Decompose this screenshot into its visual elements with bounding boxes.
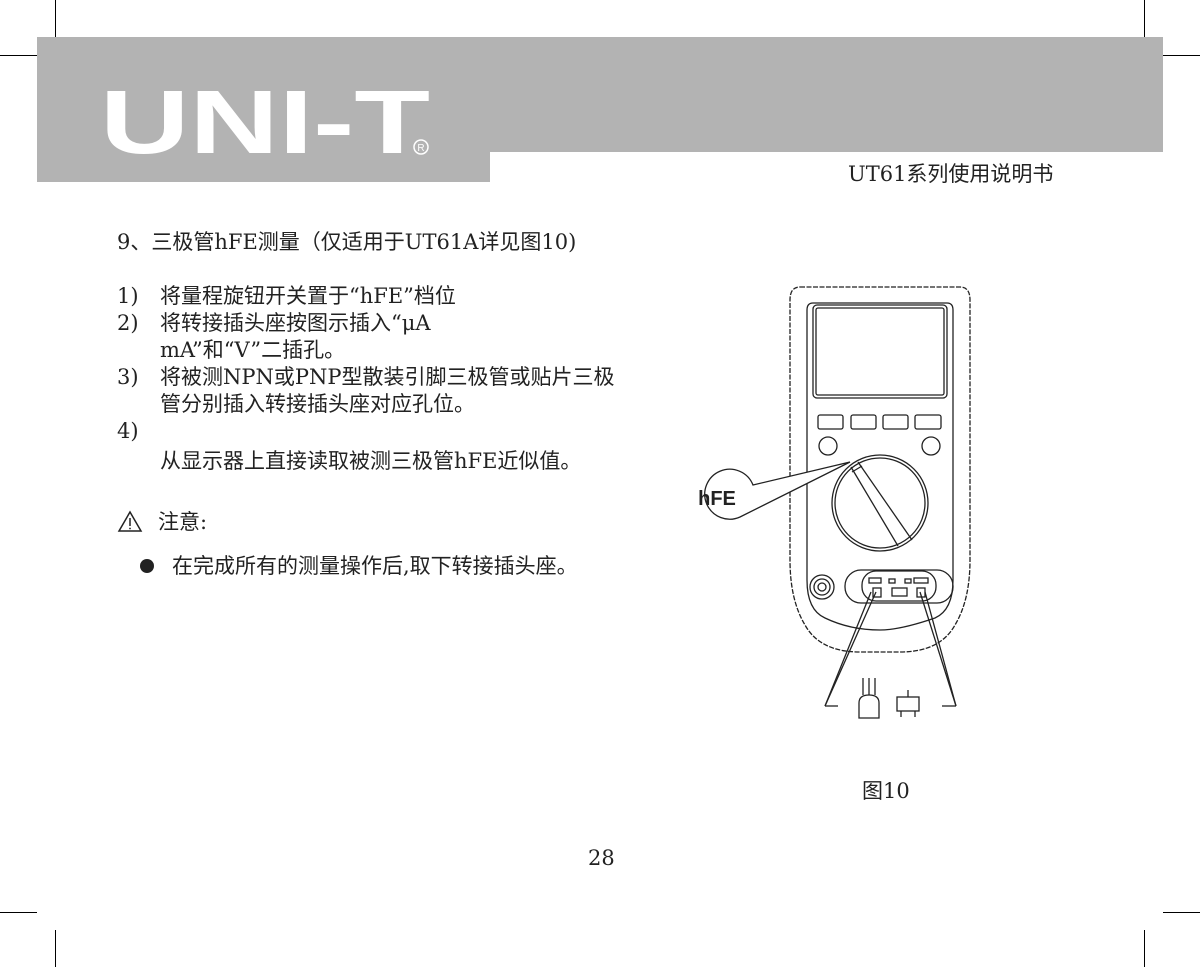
document-title: UT61系列使用说明书 [848,162,1054,186]
step-3-continuation: 管分别插入转接插头座对应孔位。 [160,392,475,416]
step-1-number: 1) [117,284,139,308]
section-heading: 9、三极管hFE测量（仅适用于UT61A详见图10) [117,230,577,254]
step-2-number: 2) [117,311,139,335]
note-bullet-text: 在完成所有的测量操作后,取下转接插头座。 [172,554,578,578]
note-label: 注意: [158,510,208,534]
step-1-text: 将量程旋钮开关置于“hFE”档位 [160,284,456,308]
step-2-text: 将转接插头座按图示插入“μA [160,311,431,335]
header-band-tab [37,152,490,182]
step-2-continuation: mA”和“V”二插孔。 [160,338,346,362]
step-4-number: 4) [117,419,139,443]
step-3-number: 3) [117,365,139,389]
svg-text:R: R [417,143,424,154]
step-4-text: 从显示器上直接读取被测三极管hFE近似值。 [160,449,582,473]
hfe-callout-label: hFE [698,488,736,510]
brand-logo-text: UNI-T [100,73,430,173]
page-number: 28 [588,846,615,870]
header-band [37,37,1163,152]
step-3-text: 将被测NPN或PNP型散装引脚三极管或贴片三极 [160,365,615,389]
figure-caption: 图10 [862,779,910,803]
